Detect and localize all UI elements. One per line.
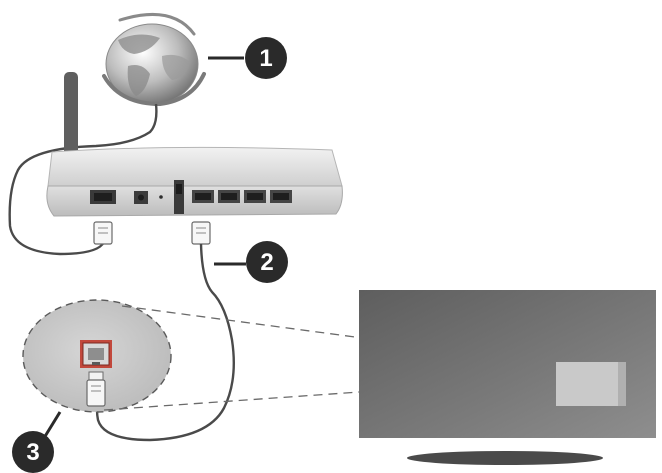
ethernet-plug-tv [86,371,106,407]
globe-icon [102,13,206,107]
router-wan-port [90,190,116,204]
lan-cable [95,243,235,442]
ethernet-port-icon [80,340,112,368]
callout-1-label: 1 [259,45,272,72]
callout-1: 1 [208,37,287,79]
router-power-port [134,191,148,204]
ethernet-plug-lan [191,221,211,245]
router-icon [46,72,343,217]
internet-cable [8,103,158,256]
router-reset-hole [159,195,163,199]
callout-2: 2 [214,241,288,283]
ethernet-plug-wan [93,221,113,245]
callout-3-label: 3 [26,439,39,466]
tv-stand [407,451,603,465]
tv-icon [359,290,656,465]
zoom-detail-circle [22,299,172,413]
tv-connector-panel [556,362,622,406]
router-power-switch [174,180,184,214]
callout-2-label: 2 [260,249,273,276]
callout-3: 3 [12,411,62,473]
router-lan-ports [192,190,292,203]
